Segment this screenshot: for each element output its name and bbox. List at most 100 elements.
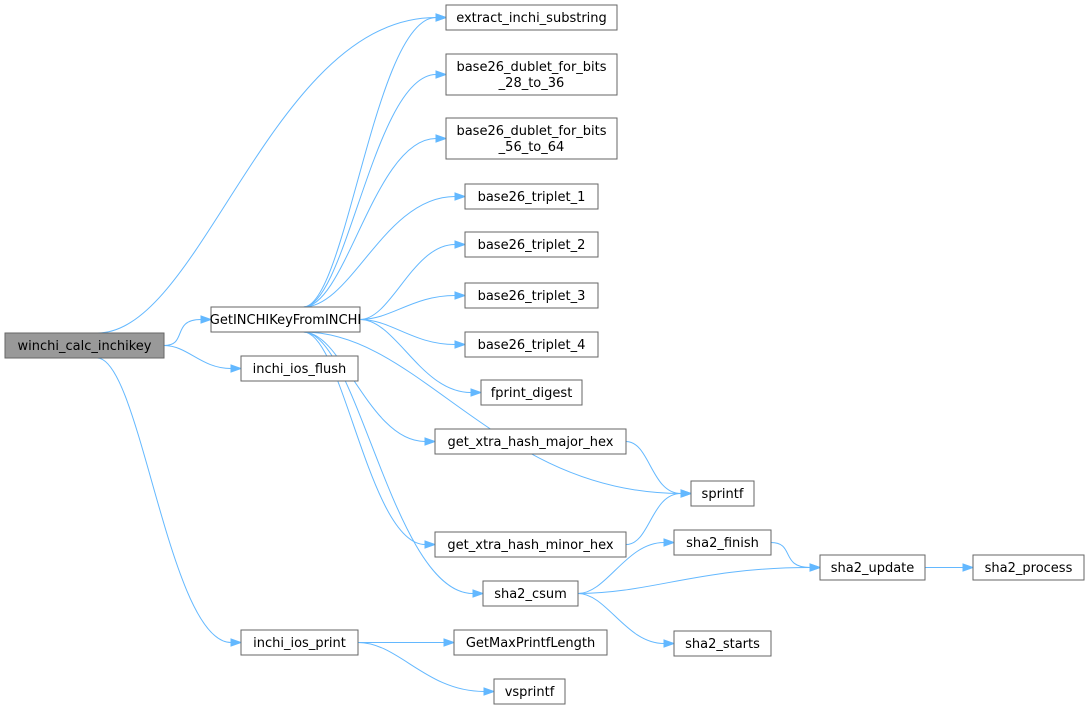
node-label: sha2_update — [831, 561, 915, 576]
node-label: get_xtra_hash_major_hex — [448, 435, 614, 450]
call-edge-inchi_ios_print-to-vsprintf — [357, 642, 485, 692]
node-box[interactable] — [445, 53, 618, 96]
node-sha2_finish[interactable]: sha2_finish — [673, 529, 772, 556]
node-label: _56_to_64 — [498, 140, 565, 155]
node-sha2_process[interactable]: sha2_process — [972, 554, 1085, 581]
edge-arrowhead — [443, 638, 456, 647]
node-sha2_starts[interactable]: sha2_starts — [673, 630, 772, 657]
call-edge-GetINCHIKeyFromINCHI-to-base26_triplet_3 — [359, 295, 456, 320]
call-edge-GetINCHIKeyFromINCHI-to-get_xtra_hash_minor_hex — [303, 331, 426, 545]
node-label: sha2_csum — [494, 587, 567, 602]
node-label: sha2_finish — [686, 536, 759, 551]
node-box[interactable] — [434, 428, 627, 455]
edge-arrowhead — [424, 540, 437, 549]
node-inchi_ios_print[interactable]: inchi_ios_print — [240, 629, 359, 656]
node-sha2_csum[interactable]: sha2_csum — [482, 580, 579, 607]
node-box[interactable] — [240, 629, 359, 656]
node-box[interactable] — [690, 480, 755, 507]
edge-arrowhead — [200, 315, 213, 324]
nodes-layer: winchi_calc_inchikey GetINCHIKeyFromINCHI… — [4, 4, 1085, 705]
edge-arrowhead — [472, 589, 485, 598]
node-box[interactable] — [210, 306, 361, 333]
node-sha2_update[interactable]: sha2_update — [819, 554, 926, 581]
node-box[interactable] — [445, 117, 618, 160]
call-edge-GetINCHIKeyFromINCHI-to-base26_triplet_1 — [303, 196, 456, 308]
call-edge-get_xtra_hash_minor_hex-to-sprintf — [625, 493, 682, 545]
edge-arrowhead — [435, 70, 448, 79]
call-edge-sha2_finish-to-sha2_update — [770, 542, 811, 568]
edge-arrowhead — [454, 240, 467, 249]
node-vsprintf[interactable]: vsprintf — [493, 678, 566, 705]
call-edge-winchi_calc_inchikey-to-inchi_ios_print — [97, 357, 232, 643]
node-label: winchi_calc_inchikey — [18, 339, 152, 354]
node-label: GetMaxPrintfLength — [466, 636, 595, 651]
call-edge-GetINCHIKeyFromINCHI-to-get_xtra_hash_major_hex — [303, 331, 426, 442]
call-edge-GetINCHIKeyFromINCHI-to-base26_dublet_56_64 — [303, 138, 437, 308]
node-get_xtra_hash_minor_hex[interactable]: get_xtra_hash_minor_hex — [434, 531, 627, 558]
node-box[interactable] — [434, 531, 627, 558]
edge-arrowhead — [435, 13, 448, 22]
node-box[interactable] — [240, 355, 359, 382]
node-box[interactable] — [4, 332, 165, 359]
node-label: inchi_ios_flush — [253, 362, 347, 377]
node-base26_triplet_2[interactable]: base26_triplet_2 — [464, 231, 599, 258]
call-edge-get_xtra_hash_major_hex-to-sprintf — [625, 441, 682, 494]
edge-arrowhead — [470, 388, 483, 397]
node-base26_dublet_56_64[interactable]: base26_dublet_for_bits_56_to_64 — [445, 117, 618, 160]
call-edge-sha2_csum-to-sha2_finish — [577, 542, 665, 594]
node-box[interactable] — [464, 231, 599, 258]
node-label: base26_triplet_1 — [478, 190, 586, 205]
call-edge-GetINCHIKeyFromINCHI-to-fprint_digest — [359, 319, 472, 393]
node-box[interactable] — [464, 183, 599, 210]
node-box[interactable] — [972, 554, 1085, 581]
node-label: vsprintf — [505, 685, 555, 700]
node-label: base26_dublet_for_bits — [456, 124, 606, 139]
node-get_xtra_hash_major_hex[interactable]: get_xtra_hash_major_hex — [434, 428, 627, 455]
node-box[interactable] — [482, 580, 579, 607]
edge-arrowhead — [230, 364, 243, 373]
call-edge-sha2_csum-to-sha2_update — [577, 567, 811, 594]
edge-arrowhead — [962, 563, 975, 572]
edge-arrowhead — [809, 563, 822, 572]
edge-arrowhead — [483, 687, 496, 696]
edge-arrowhead — [454, 291, 467, 300]
node-box[interactable] — [819, 554, 926, 581]
node-fprint_digest[interactable]: fprint_digest — [480, 379, 583, 406]
call-edge-GetINCHIKeyFromINCHI-to-sha2_csum — [303, 331, 474, 594]
node-label: base26_triplet_3 — [478, 289, 586, 304]
node-box[interactable] — [453, 629, 608, 656]
node-label: sprintf — [702, 487, 744, 502]
edge-arrowhead — [454, 340, 467, 349]
node-label: fprint_digest — [491, 386, 573, 401]
node-base26_triplet_1[interactable]: base26_triplet_1 — [464, 183, 599, 210]
node-GetMaxPrintfLength[interactable]: GetMaxPrintfLength — [453, 629, 608, 656]
node-base26_triplet_4[interactable]: base26_triplet_4 — [464, 331, 599, 358]
node-GetINCHIKeyFromINCHI[interactable]: GetINCHIKeyFromINCHI — [210, 306, 361, 333]
node-box[interactable] — [445, 4, 618, 31]
node-box[interactable] — [673, 630, 772, 657]
node-label: sha2_process — [985, 561, 1073, 576]
node-label: get_xtra_hash_minor_hex — [447, 538, 613, 553]
call-edge-GetINCHIKeyFromINCHI-to-sprintf — [303, 331, 682, 494]
node-label: base26_dublet_for_bits — [456, 60, 606, 75]
node-inchi_ios_flush[interactable]: inchi_ios_flush — [240, 355, 359, 382]
call-edge-winchi_calc_inchikey-to-extract_inchi_substring — [97, 17, 437, 334]
node-base26_dublet_28_36[interactable]: base26_dublet_for_bits_28_to_36 — [445, 53, 618, 96]
call-edge-GetINCHIKeyFromINCHI-to-base26_triplet_4 — [359, 319, 456, 345]
node-box[interactable] — [673, 529, 772, 556]
node-box[interactable] — [464, 282, 599, 309]
node-winchi_calc_inchikey[interactable]: winchi_calc_inchikey — [4, 332, 165, 359]
edge-arrowhead — [663, 538, 676, 547]
node-label: _28_to_36 — [498, 76, 565, 91]
node-label: GetINCHIKeyFromINCHI — [210, 313, 361, 328]
node-box[interactable] — [464, 331, 599, 358]
node-extract_inchi_substring[interactable]: extract_inchi_substring — [445, 4, 618, 31]
node-label: extract_inchi_substring — [456, 11, 607, 26]
node-base26_triplet_3[interactable]: base26_triplet_3 — [464, 282, 599, 309]
node-box[interactable] — [493, 678, 566, 705]
node-label: sha2_starts — [685, 637, 760, 652]
call-edge-GetINCHIKeyFromINCHI-to-base26_triplet_2 — [359, 244, 456, 320]
node-sprintf[interactable]: sprintf — [690, 480, 755, 507]
node-box[interactable] — [480, 379, 583, 406]
node-label: inchi_ios_print — [253, 636, 346, 651]
